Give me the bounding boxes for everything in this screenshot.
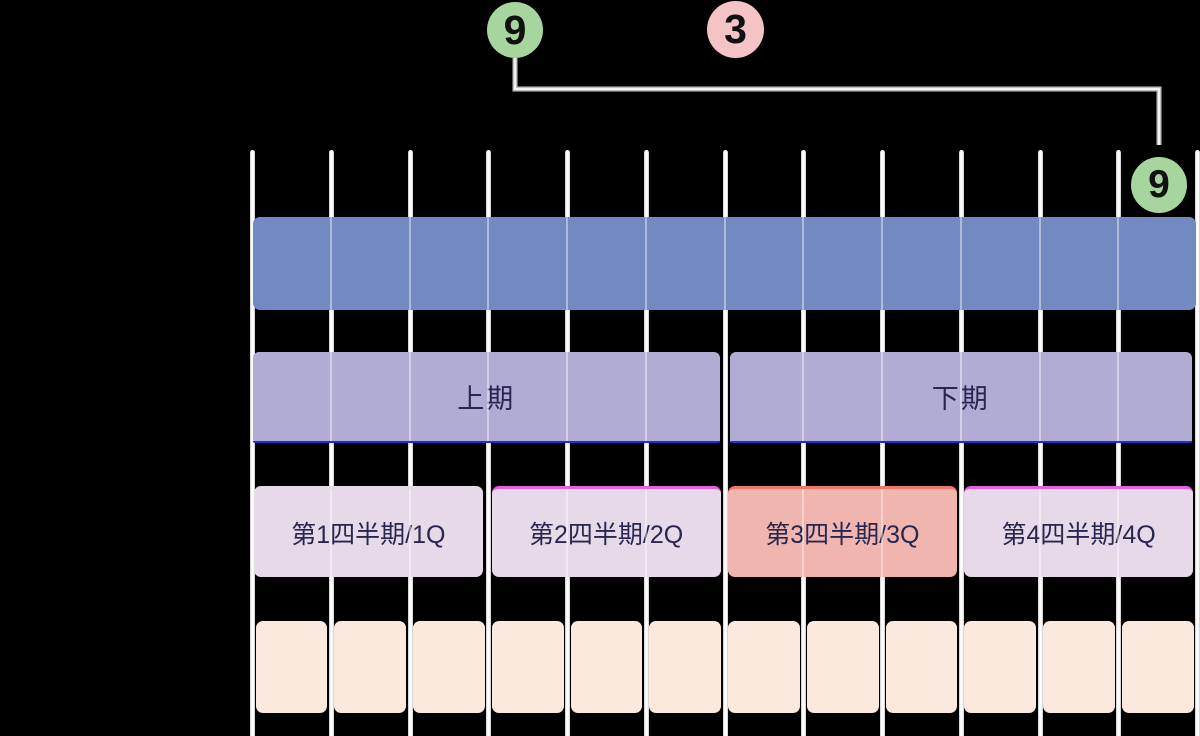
month-cell <box>964 621 1036 713</box>
grid-line <box>801 150 807 736</box>
column-separator <box>959 217 962 310</box>
grid-line <box>1116 150 1122 736</box>
column-separator <box>1038 217 1041 310</box>
month-cell <box>413 621 485 713</box>
month-cell <box>728 621 800 713</box>
column-separator <box>487 217 490 310</box>
half-block-2: 下期 <box>729 352 1192 443</box>
quarter-block-2: 第2四半期/2Q <box>491 486 721 577</box>
grid-line <box>486 150 492 736</box>
quarter-label: 第1四半期/1Q <box>291 521 446 549</box>
quarter-block-3: 第3四半期/3Q <box>728 486 957 577</box>
quarter-block-4: 第4四半期/4Q <box>964 486 1193 577</box>
column-separator <box>802 217 805 310</box>
month-cell <box>1121 621 1194 713</box>
column-separator <box>566 489 568 577</box>
column-separator <box>723 217 726 310</box>
column-separator <box>644 489 647 577</box>
quarter-label: 第4四半期/4Q <box>1001 521 1156 549</box>
column-separator <box>1117 352 1120 441</box>
column-separator <box>644 352 647 441</box>
month-cell <box>885 621 958 713</box>
column-separator <box>802 489 805 577</box>
column-separator <box>487 352 490 441</box>
column-separator <box>1117 217 1120 310</box>
month-cell <box>334 621 406 713</box>
grid-line <box>1037 150 1043 736</box>
month-cell <box>1043 621 1115 713</box>
months-bar <box>253 217 1196 310</box>
column-separator <box>566 352 568 441</box>
column-separator <box>1117 489 1120 577</box>
half-label: 上期 <box>457 384 516 414</box>
column-separator <box>802 352 805 441</box>
month-cell <box>491 621 564 713</box>
timeline-end-month-badge: 9 <box>1131 157 1187 213</box>
month-cell <box>570 621 643 713</box>
quarter-block-1: 第1四半期/1Q <box>254 486 483 577</box>
column-separator <box>329 217 332 310</box>
column-separator <box>881 352 883 441</box>
grid-line <box>958 150 964 736</box>
half-label: 下期 <box>931 384 990 414</box>
column-separator <box>881 217 883 310</box>
column-separator <box>329 352 332 441</box>
grid-line <box>565 150 570 736</box>
month-cell <box>255 621 328 713</box>
timeline-grid: 上期 下期 第1四半期/1Q 第2四半期/2Q 第3四半期/3Q 第4四半期/4Q <box>250 0 1200 736</box>
column-separator <box>881 489 883 577</box>
grid-line <box>643 150 649 736</box>
month-cell <box>649 621 721 713</box>
end-month-badge: 3 <box>707 1 764 58</box>
column-separator <box>408 217 411 310</box>
grid-line <box>1195 150 1200 736</box>
start-month-badge: 9 <box>487 2 543 58</box>
month-cell <box>806 621 879 713</box>
quarter-label: 第3四半期/3Q <box>765 521 920 549</box>
half-block-1: 上期 <box>253 352 720 443</box>
grid-line <box>328 150 334 736</box>
column-separator <box>1038 352 1041 441</box>
grid-line <box>880 150 885 736</box>
grid-line <box>250 150 255 736</box>
column-separator <box>329 489 332 577</box>
column-separator <box>408 489 411 577</box>
column-separator <box>644 217 647 310</box>
grid-line <box>722 150 728 736</box>
column-separator <box>1038 489 1041 577</box>
column-separator <box>566 217 568 310</box>
quarter-label: 第2四半期/2Q <box>529 521 684 549</box>
grid-line <box>407 150 413 736</box>
column-separator <box>959 352 962 441</box>
column-separator <box>408 352 411 441</box>
